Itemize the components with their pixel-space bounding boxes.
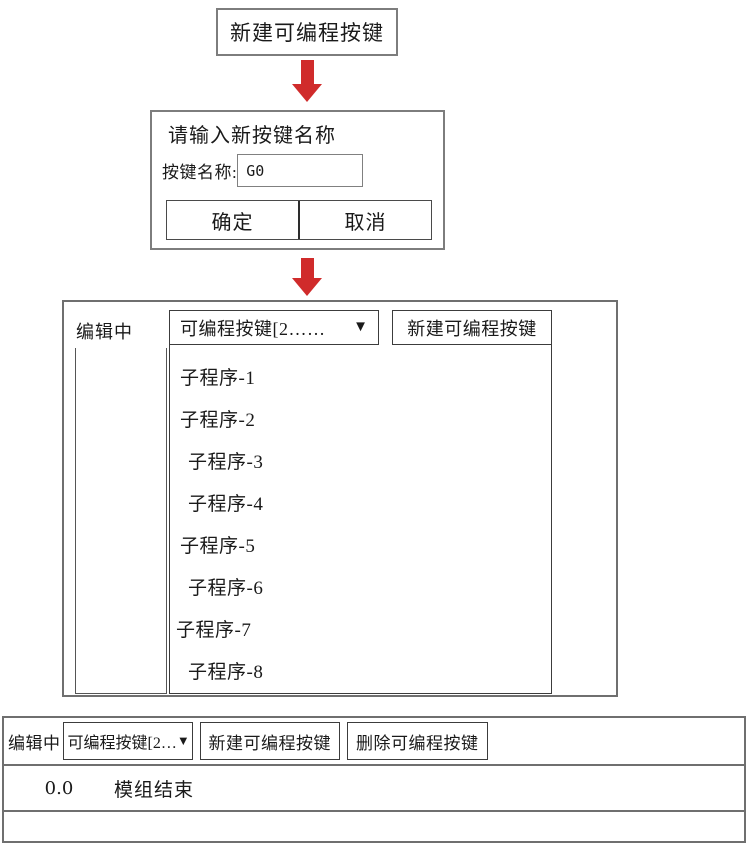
bottom-new-programmable-key-button[interactable]: 新建可编程按键 — [199, 722, 340, 760]
arrow-head — [292, 84, 322, 102]
dialog-field-row: 按键名称: G0 — [162, 154, 364, 187]
list-item[interactable]: 子程序-4 — [188, 493, 264, 515]
program-line-number: 0.0 — [44, 777, 74, 799]
panel-programmable-key-dropdown[interactable]: 可编程按键[2…… ▼ — [169, 310, 379, 345]
arrow-shaft — [300, 258, 314, 278]
key-name-input[interactable]: G0 — [237, 154, 364, 187]
panel-new-programmable-key-button[interactable]: 新建可编程按键 — [392, 310, 552, 345]
flow-arrow-down-1 — [292, 60, 322, 102]
bottom-programmable-key-dropdown[interactable]: 可编程按键[2… ▼ — [62, 722, 193, 760]
new-programmable-key-button-label: 新建可编程按键 — [230, 21, 384, 45]
dialog-cancel-button[interactable]: 取消 — [298, 201, 431, 239]
bottom-toolbar: 编辑中 可编程按键[2… ▼ 新建可编程按键 删除可编程按键 — [4, 718, 744, 766]
list-item[interactable]: 子程序-3 — [188, 451, 264, 473]
list-item[interactable]: 子程序-2 — [180, 409, 256, 431]
list-item[interactable]: 子程序-7 — [176, 619, 252, 641]
programmable-key-panel: 编辑中 可编程按键[2…… ▼ 新建可编程按键 子程序-1 子程序-2 子程序-… — [62, 300, 618, 697]
list-item[interactable]: 子程序-6 — [188, 577, 264, 599]
bottom-editor-panel: 编辑中 可编程按键[2… ▼ 新建可编程按键 删除可编程按键 0.0 模组结束 — [2, 716, 746, 843]
list-item[interactable]: 子程序-5 — [180, 535, 256, 557]
bottom-editing-status-label: 编辑中 — [8, 733, 61, 753]
dialog-button-row: 确定 取消 — [166, 200, 432, 240]
list-item[interactable]: 子程序-8 — [188, 661, 264, 683]
flow-arrow-down-2 — [292, 258, 322, 296]
panel-dropdown-selected-value: 可编程按键[2…… — [180, 318, 326, 339]
arrow-head — [292, 278, 322, 296]
chevron-down-icon: ▼ — [176, 733, 190, 748]
panel-new-programmable-key-button-label: 新建可编程按键 — [407, 318, 537, 339]
bottom-dropdown-selected-value: 可编程按键[2… — [67, 735, 177, 752]
list-item[interactable]: 子程序-1 — [180, 367, 256, 389]
dialog-title: 请输入新按键名称 — [168, 125, 336, 147]
arrow-shaft — [300, 60, 314, 84]
panel-editing-status-label: 编辑中 — [76, 322, 133, 342]
program-line-row[interactable]: 0.0 模组结束 — [4, 766, 744, 812]
panel-dropdown-list: 子程序-1 子程序-2 子程序-3 子程序-4 子程序-5 子程序-6 子程序-… — [169, 345, 552, 694]
dialog-confirm-button[interactable]: 确定 — [211, 211, 254, 234]
key-name-field-label: 按键名称: — [162, 163, 238, 182]
program-line-text: 模组结束 — [114, 779, 195, 801]
bottom-delete-programmable-key-button[interactable]: 删除可编程按键 — [347, 722, 488, 760]
chevron-down-icon: ▼ — [353, 319, 368, 335]
program-empty-row — [4, 812, 744, 841]
panel-left-column — [75, 348, 167, 694]
new-programmable-key-button[interactable]: 新建可编程按键 — [216, 8, 398, 56]
new-key-name-dialog: 请输入新按键名称 按键名称: G0 确定 取消 — [150, 110, 445, 250]
